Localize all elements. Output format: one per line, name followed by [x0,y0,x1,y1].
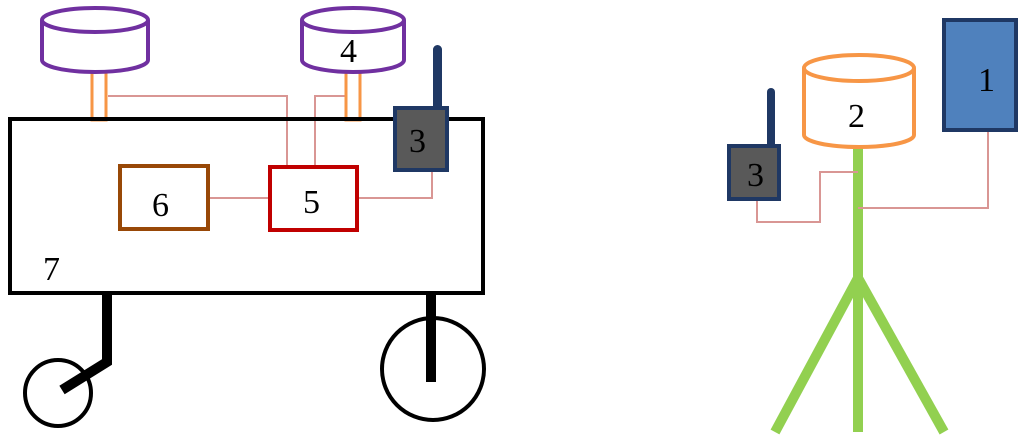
label-module-6: 6 [152,187,169,224]
box-1 [942,18,1018,132]
cart-body [8,117,485,295]
label-controller-5: 5 [303,184,320,221]
wire-right-sensor-to-controller [314,95,346,167]
module-6 [118,164,210,231]
label-box-1: 1 [978,62,995,99]
sensor-stem-right [344,68,362,122]
antenna-box-stand [727,144,781,201]
tripod-stand [770,146,949,435]
cart-wires [108,95,433,199]
label-antenna-3-cart: 3 [409,123,426,160]
sensor-cylinder-4 [300,6,406,74]
wire-stand-to-box-1 [858,130,989,209]
label-cart-7: 7 [43,251,60,288]
label-sensor-2: 2 [848,98,865,135]
wire-left-sensor-to-controller [108,95,288,167]
sensor-cylinder-2 [802,53,916,149]
label-antenna-3-stand: 3 [747,157,764,194]
wheel-right [380,293,486,422]
caster-wheel-left [23,293,112,428]
wire-controller-to-antenna [357,170,433,199]
antenna-box-cart [393,106,449,172]
controller-5 [268,165,359,232]
stand-wires [756,130,989,223]
sensor-stem-left [90,68,108,122]
antenna-cart-rod [433,45,442,111]
antenna-stand-rod [767,88,775,150]
wire-stand-to-antenna [756,171,858,223]
label-sensor-4: 4 [340,33,357,70]
sensor-cylinder-left [40,6,150,74]
